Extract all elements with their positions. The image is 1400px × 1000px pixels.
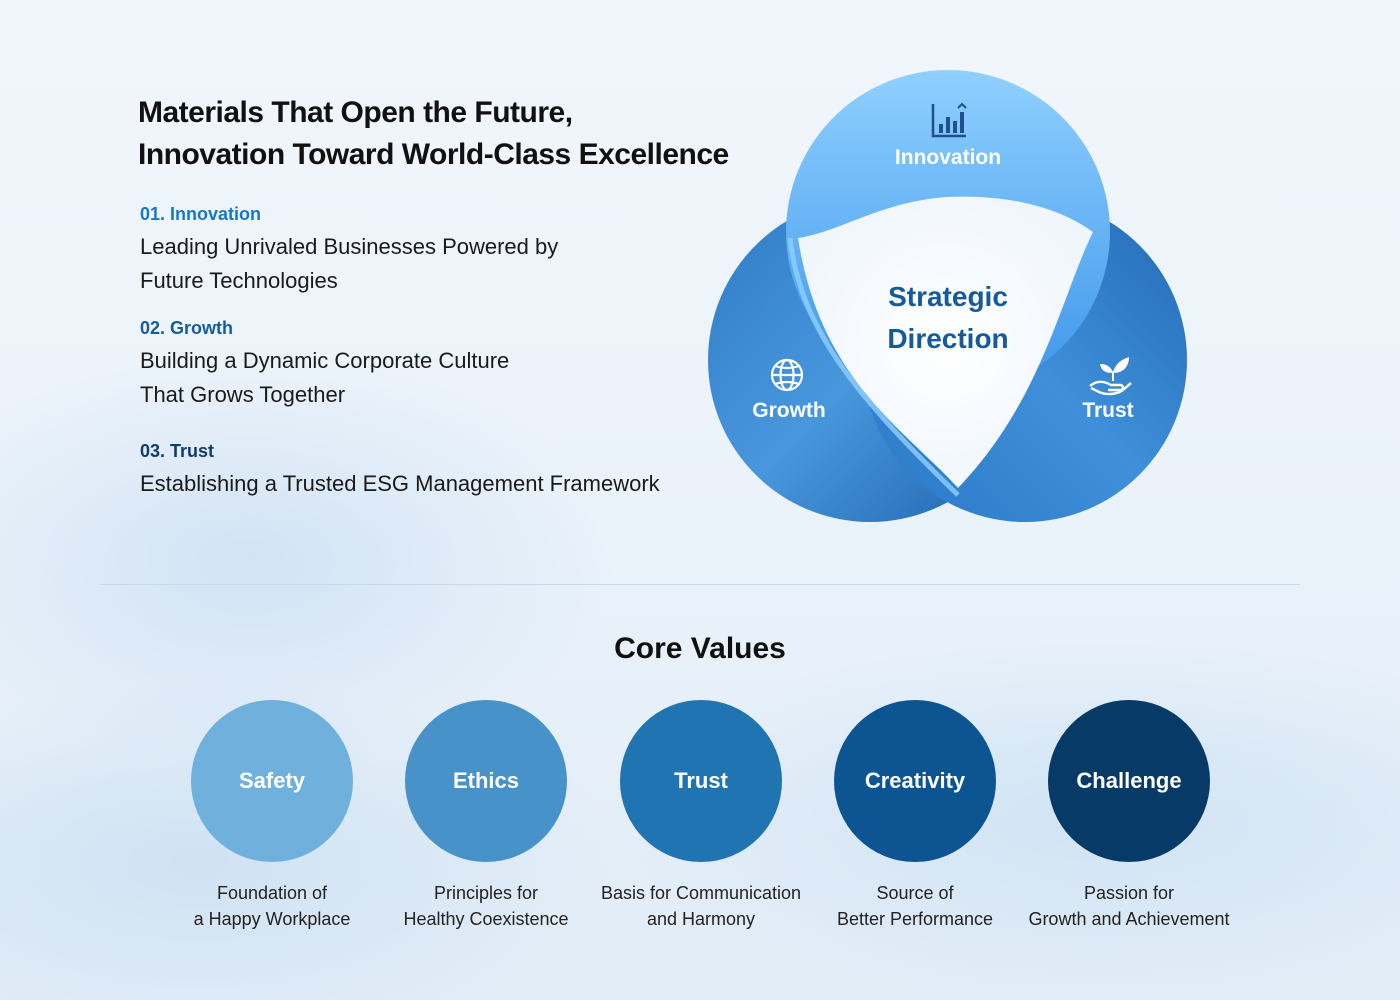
description-line: Foundation of [216,883,328,903]
description-line: Principles for [433,883,539,903]
bar-chart-icon [931,102,967,138]
direction-line: That Grows Together [140,382,346,407]
description-line: a Happy Workplace [193,909,351,929]
description-line: Growth and Achievement [1028,909,1230,929]
core-value-description: Principles for Healthy Coexistence [371,880,601,932]
core-value-trust: Trust Basis for Communication and Harmon… [586,700,816,932]
direction-line: Establishing a Trusted ESG Management Fr… [140,471,660,496]
headline-line-2: Innovation Toward World-Class Excellence [138,138,729,171]
core-value-description: Foundation of a Happy Workplace [157,880,387,932]
description-line: and Harmony [646,909,756,929]
direction-innovation: 01. Innovation Leading Unrivaled Busines… [140,202,700,298]
direction-trust: 03. Trust Establishing a Trusted ESG Man… [140,439,700,501]
hand-sprout-icon [1089,357,1132,396]
direction-growth: 02. Growth Building a Dynamic Corporate … [140,316,700,412]
core-value-safety: Safety Foundation of a Happy Workplace [157,700,387,932]
description-line: Healthy Coexistence [403,909,569,929]
direction-line: Leading Unrivaled Businesses Powered by [140,234,559,259]
core-values-title: Core Values [614,632,786,665]
core-value-circle: Ethics [405,700,567,862]
description-line: Better Performance [836,909,994,929]
core-value-ethics: Ethics Principles for Healthy Coexistenc… [371,700,601,932]
strategic-direction-diagram: Innovation Growth Trust Strategic Direct… [708,70,1187,522]
core-value-circle: Trust [620,700,782,862]
center-region [798,196,1093,488]
globe-icon [770,358,804,392]
direction-number: 01. Innovation [140,204,262,224]
description-line: Passion for [1083,883,1175,903]
direction-number: 02. Growth [140,318,234,338]
core-value-circle: Safety [191,700,353,862]
innovation-label: Innovation [895,146,1001,169]
direction-description: Building a Dynamic Corporate Culture Tha… [140,344,700,412]
description-line: Basis for Communication [600,883,802,903]
direction-line: Future Technologies [140,268,338,293]
core-value-creativity: Creativity Source of Better Performance [800,700,1030,932]
core-value-circle: Creativity [834,700,996,862]
section-divider [100,584,1300,585]
headline: Materials That Open the Future, Innovati… [138,92,778,176]
description-line: Source of [876,883,954,903]
core-value-description: Passion for Growth and Achievement [1014,880,1244,932]
direction-description: Establishing a Trusted ESG Management Fr… [140,467,700,501]
center-title-line-2: Direction [887,323,1008,354]
growth-label: Growth [752,399,826,422]
core-value-description: Source of Better Performance [800,880,1030,932]
trust-label: Trust [1082,399,1133,422]
direction-description: Leading Unrivaled Businesses Powered by … [140,230,700,298]
direction-line: Building a Dynamic Corporate Culture [140,348,510,373]
core-value-circle: Challenge [1048,700,1210,862]
direction-number: 03. Trust [140,441,215,461]
core-value-challenge: Challenge Passion for Growth and Achieve… [1014,700,1244,932]
center-title-line-1: Strategic [888,281,1008,312]
core-value-description: Basis for Communication and Harmony [586,880,816,932]
headline-line-1: Materials That Open the Future, [138,96,573,129]
inner-ribbon-edge [787,237,960,497]
